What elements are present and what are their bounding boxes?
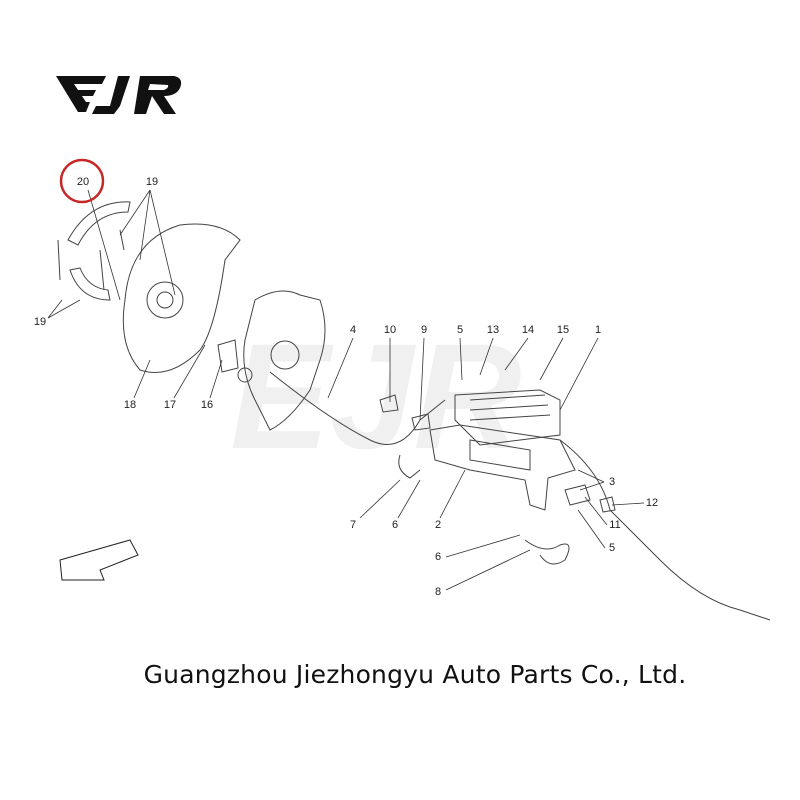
callout-19[interactable]: 19 [33,316,47,328]
ejr-logo [56,76,182,114]
callout-9[interactable]: 9 [420,324,428,336]
callout-16[interactable]: 16 [200,399,214,411]
callout-2[interactable]: 2 [434,519,442,531]
mount-bracket [429,424,576,511]
callout-5[interactable]: 5 [608,542,616,554]
callout-10[interactable]: 10 [383,324,397,336]
callout-7[interactable]: 7 [349,519,357,531]
brake-shoe-lower [69,267,111,301]
callout-14[interactable]: 14 [521,324,535,336]
brake-cable [269,371,446,445]
callout-11[interactable]: 11 [609,519,621,531]
callout-13[interactable]: 13 [486,324,500,336]
brake-shoe [67,201,131,246]
direction-arrow [59,539,139,581]
callout-6[interactable]: 6 [391,519,399,531]
callout-15[interactable]: 15 [556,324,570,336]
callout-12[interactable]: 12 [645,497,659,509]
watermark: EJR [230,312,522,480]
knuckle [243,290,326,431]
callout-19[interactable]: 19 [145,176,159,188]
callout-20[interactable]: 20 [76,176,90,188]
callout-4[interactable]: 4 [349,324,357,336]
callout-8[interactable]: 8 [434,586,442,598]
backing-plate [122,223,241,373]
callout-18[interactable]: 18 [123,399,137,411]
callout-6[interactable]: 6 [434,551,442,563]
highlight-circle [59,158,105,204]
callout-1[interactable]: 1 [594,324,602,336]
actuator [454,389,561,446]
company-name: Guangzhou Jiezhongyu Auto Parts Co., Ltd… [143,660,687,689]
callout-17[interactable]: 17 [163,399,177,411]
callout-3[interactable]: 3 [608,476,616,488]
callout-5[interactable]: 5 [456,324,464,336]
